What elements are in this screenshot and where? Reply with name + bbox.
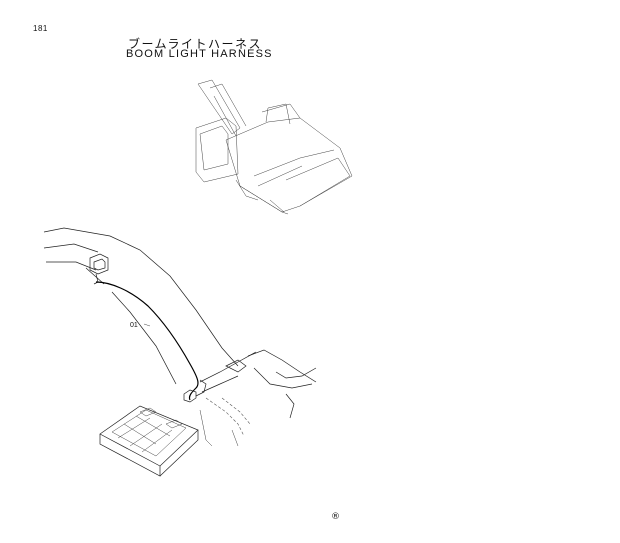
page-number: 181 xyxy=(33,24,48,33)
boom-outline xyxy=(43,227,239,385)
part-callout-01: 01 xyxy=(130,322,138,329)
frame-structure xyxy=(199,349,317,447)
title-japanese: ブームライトハーネス xyxy=(128,37,263,51)
callout-leader xyxy=(143,323,151,327)
excavator-key-view-icon xyxy=(195,79,353,215)
connector-icon xyxy=(183,379,207,403)
registered-mark: ® xyxy=(331,512,340,522)
boom-light-harness xyxy=(95,281,199,401)
platform-step xyxy=(99,405,199,477)
title-english: BOOM LIGHT HARNESS xyxy=(126,48,273,60)
